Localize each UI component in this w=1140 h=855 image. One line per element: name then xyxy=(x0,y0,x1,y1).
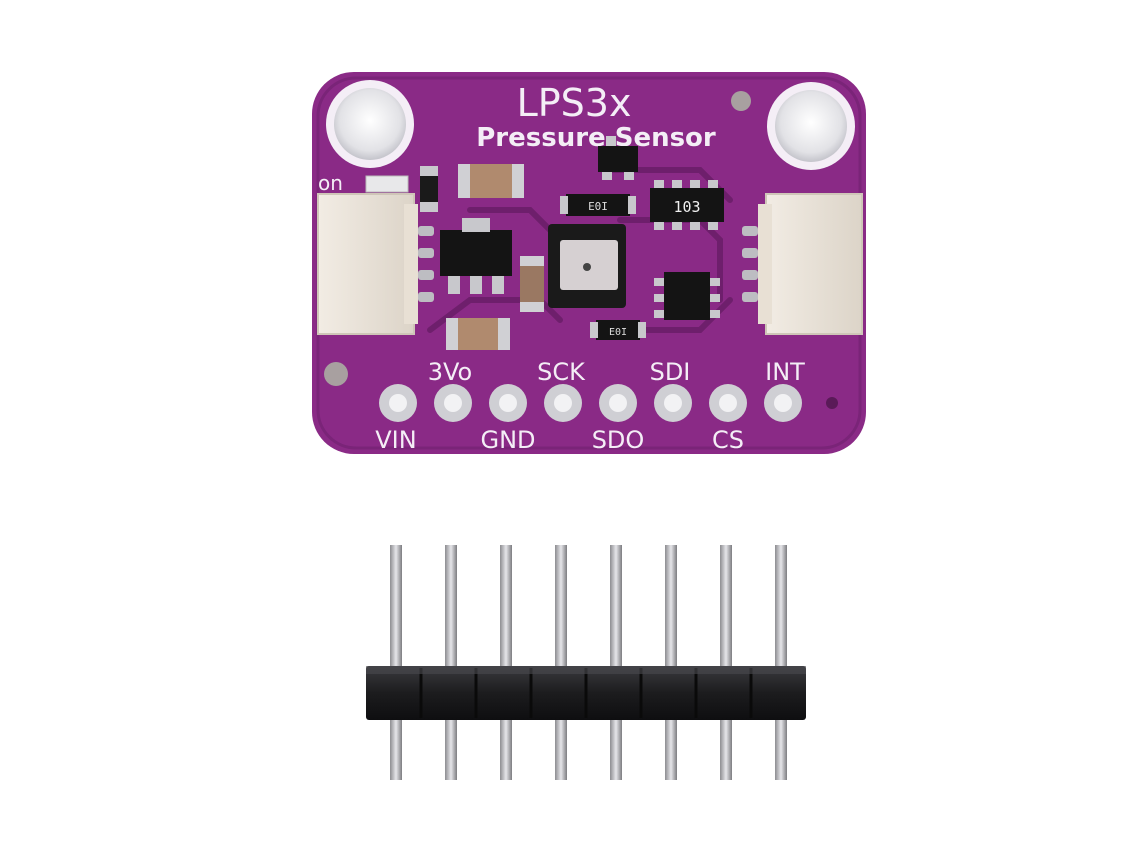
mounting-hole-right xyxy=(767,82,855,170)
level-shifter-chip xyxy=(654,272,720,320)
resistor-network-marking: 103 xyxy=(673,198,700,216)
capacitor-side xyxy=(520,256,544,312)
pad-sdo xyxy=(599,384,637,422)
pad-int xyxy=(764,384,802,422)
pin-labels-bottom: VIN GND SDO CS xyxy=(375,426,744,454)
pin-label-3vo: 3Vo xyxy=(428,358,473,386)
pin-header-strip xyxy=(366,545,806,780)
pad-sdi xyxy=(654,384,692,422)
pin-label-sck: SCK xyxy=(537,358,586,386)
pin-label-sdo: SDO xyxy=(592,426,645,454)
header-pin-1 xyxy=(390,545,402,780)
pin-label-sdi: SDI xyxy=(650,358,691,386)
header-pin-7 xyxy=(720,545,732,780)
pressure-sensor-chip xyxy=(548,224,626,308)
power-led-label: on xyxy=(318,171,343,195)
header-pin-8 xyxy=(775,545,787,780)
pad-sck xyxy=(544,384,582,422)
pad-gnd xyxy=(489,384,527,422)
pin-labels-top: 3Vo SCK SDI INT xyxy=(428,358,805,386)
board-subtitle: Pressure Sensor xyxy=(476,123,716,153)
power-led xyxy=(365,175,409,193)
fiducial-top xyxy=(731,91,751,111)
stemma-connector-left xyxy=(317,193,434,335)
resistor-network-103: 103 xyxy=(650,180,724,230)
header-plastic-body xyxy=(366,666,806,720)
stemma-connector-right xyxy=(742,193,863,335)
resistor-small xyxy=(420,166,438,212)
header-pads xyxy=(379,384,802,422)
capacitor-top xyxy=(458,164,524,198)
transistor-top xyxy=(598,136,638,180)
header-pin-5 xyxy=(610,545,622,780)
mounting-hole-left xyxy=(326,80,414,168)
pin-label-gnd: GND xyxy=(480,426,535,454)
via xyxy=(826,397,838,409)
capacitor-bottom xyxy=(446,318,510,350)
header-pin-3 xyxy=(500,545,512,780)
chip-marking-bottom: E0I xyxy=(609,327,627,338)
pad-cs xyxy=(709,384,747,422)
header-pin-4 xyxy=(555,545,567,780)
fiducial-bottom xyxy=(324,362,348,386)
chip-e0i-bottom: E0I xyxy=(590,320,646,340)
pad-3vo xyxy=(434,384,472,422)
pin-label-cs: CS xyxy=(712,426,744,454)
chip-marking-top: E0I xyxy=(588,200,608,213)
chip-e0i-top: E0I xyxy=(560,194,636,216)
header-pin-6 xyxy=(665,545,677,780)
pin-label-int: INT xyxy=(765,358,805,386)
pad-vin xyxy=(379,384,417,422)
header-pin-2 xyxy=(445,545,457,780)
voltage-regulator xyxy=(440,218,512,294)
board-title: LPS3x xyxy=(517,81,632,125)
pin-label-vin: VIN xyxy=(375,426,416,454)
